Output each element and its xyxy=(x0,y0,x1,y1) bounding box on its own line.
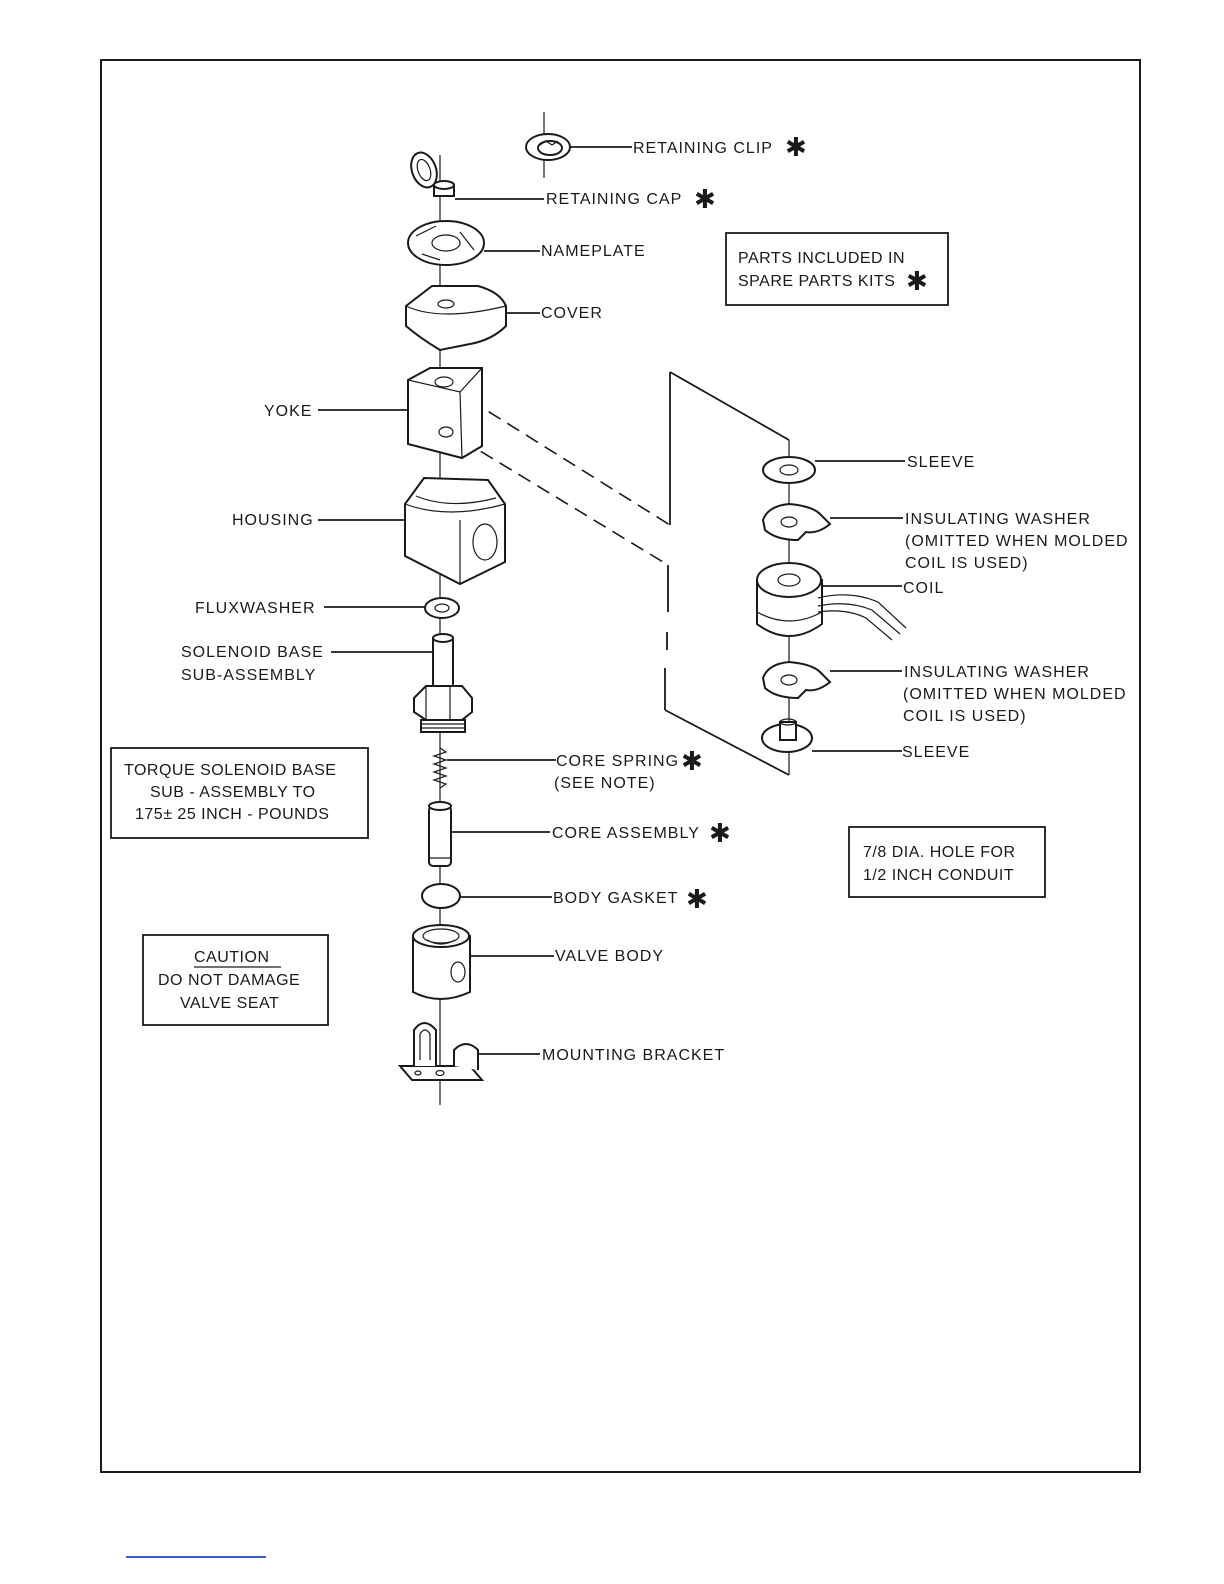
kit-note-mark: ✱ xyxy=(906,266,928,296)
housing-label: HOUSING xyxy=(232,512,314,529)
projection-line-upper xyxy=(469,399,671,526)
caution-line-1: DO NOT DAMAGE xyxy=(158,972,300,989)
sleeve-bottom-label: SLEEVE xyxy=(902,744,970,761)
housing-part xyxy=(404,476,506,586)
retaining-clip-label: RETAINING CLIP xyxy=(633,140,773,157)
retaining-clip-part xyxy=(525,133,571,161)
yoke-label: YOKE xyxy=(264,403,312,420)
page-border xyxy=(100,59,1141,1473)
kit-note-line-1: PARTS INCLUDED IN xyxy=(738,250,905,267)
retaining-cap-label: RETAINING CAP xyxy=(546,191,682,208)
retaining-cap-kit-mark: ✱ xyxy=(694,184,716,214)
valve-body-label: VALVE BODY xyxy=(555,948,664,965)
torque-note-line-2: SUB - ASSEMBLY TO xyxy=(150,784,316,801)
insulating-washer-bottom-label: INSULATING WASHER xyxy=(904,664,1090,681)
core-assembly-label: CORE ASSEMBLY xyxy=(552,825,700,842)
conduit-note: 7/8 DIA. HOLE FOR 1/2 INCH CONDUIT xyxy=(848,826,1046,898)
insulating-washer-bottom-part xyxy=(761,660,832,700)
insulating-washer-top-part xyxy=(761,502,832,542)
body-gasket-label: BODY GASKET xyxy=(553,890,678,907)
cover-label: COVER xyxy=(541,305,603,322)
body-gasket-kit-mark: ✱ xyxy=(686,884,708,914)
core-assembly-kit-mark: ✱ xyxy=(709,818,731,848)
cover-part xyxy=(405,285,507,352)
core-assembly-part xyxy=(428,801,452,867)
insulating-washer-top-label: INSULATING WASHER xyxy=(905,511,1091,528)
torque-note-line-3: 175± 25 INCH - POUNDS xyxy=(135,806,329,823)
footer-link-underline[interactable] xyxy=(126,1556,266,1558)
coil-part xyxy=(756,562,907,641)
body-gasket-part xyxy=(421,883,461,909)
sleeve-top-label: SLEEVE xyxy=(907,454,975,471)
sleeve-bottom-part xyxy=(761,718,813,753)
insulating-washer-top-note-2: COIL IS USED) xyxy=(905,555,1029,572)
insulating-washer-top-note: (OMITTED WHEN MOLDED xyxy=(905,533,1129,550)
solenoid-base-label: SOLENOID BASE xyxy=(181,644,324,661)
nameplate-label: NAMEPLATE xyxy=(541,243,646,260)
connector-line-bottom xyxy=(664,709,790,776)
insulating-washer-bottom-note: (OMITTED WHEN MOLDED xyxy=(903,686,1127,703)
sleeve-top-part xyxy=(762,456,816,484)
insulating-washer-bottom-note-2: COIL IS USED) xyxy=(903,708,1027,725)
conduit-note-line-1: 7/8 DIA. HOLE FOR xyxy=(863,844,1016,861)
fluxwasher-label: FLUXWASHER xyxy=(195,600,316,617)
valve-body-part xyxy=(412,924,471,1000)
solenoid-base-part xyxy=(413,633,473,733)
torque-note: TORQUE SOLENOID BASE SUB - ASSEMBLY TO 1… xyxy=(110,747,369,839)
conduit-note-line-2: 1/2 INCH CONDUIT xyxy=(863,867,1014,884)
projection-line-lower xyxy=(461,439,669,566)
solenoid-base-label-2: SUB-ASSEMBLY xyxy=(181,667,316,684)
torque-note-line-1: TORQUE SOLENOID BASE xyxy=(124,762,336,779)
coil-label: COIL xyxy=(903,580,944,597)
caution-line-2: VALVE SEAT xyxy=(180,995,279,1012)
retaining-cap-part xyxy=(410,151,455,197)
core-spring-note: (SEE NOTE) xyxy=(554,775,656,792)
retaining-clip-kit-mark: ✱ xyxy=(785,132,807,162)
core-spring-kit-mark: ✱ xyxy=(681,746,703,776)
kit-note-line-2: SPARE PARTS KITS xyxy=(738,273,895,290)
caution-note: CAUTION DO NOT DAMAGE VALVE SEAT xyxy=(142,934,329,1026)
core-spring-label: CORE SPRING xyxy=(556,753,679,770)
mounting-bracket-part xyxy=(397,1022,485,1081)
spare-parts-kit-note: PARTS INCLUDED IN SPARE PARTS KITS ✱ xyxy=(725,232,949,306)
yoke-part xyxy=(407,367,483,460)
caution-heading: CAUTION xyxy=(194,949,270,966)
fluxwasher-part xyxy=(424,597,460,619)
core-spring-part xyxy=(432,747,448,789)
connector-line-top xyxy=(669,371,790,441)
nameplate-part xyxy=(407,220,485,266)
mounting-bracket-label: MOUNTING BRACKET xyxy=(542,1047,725,1064)
